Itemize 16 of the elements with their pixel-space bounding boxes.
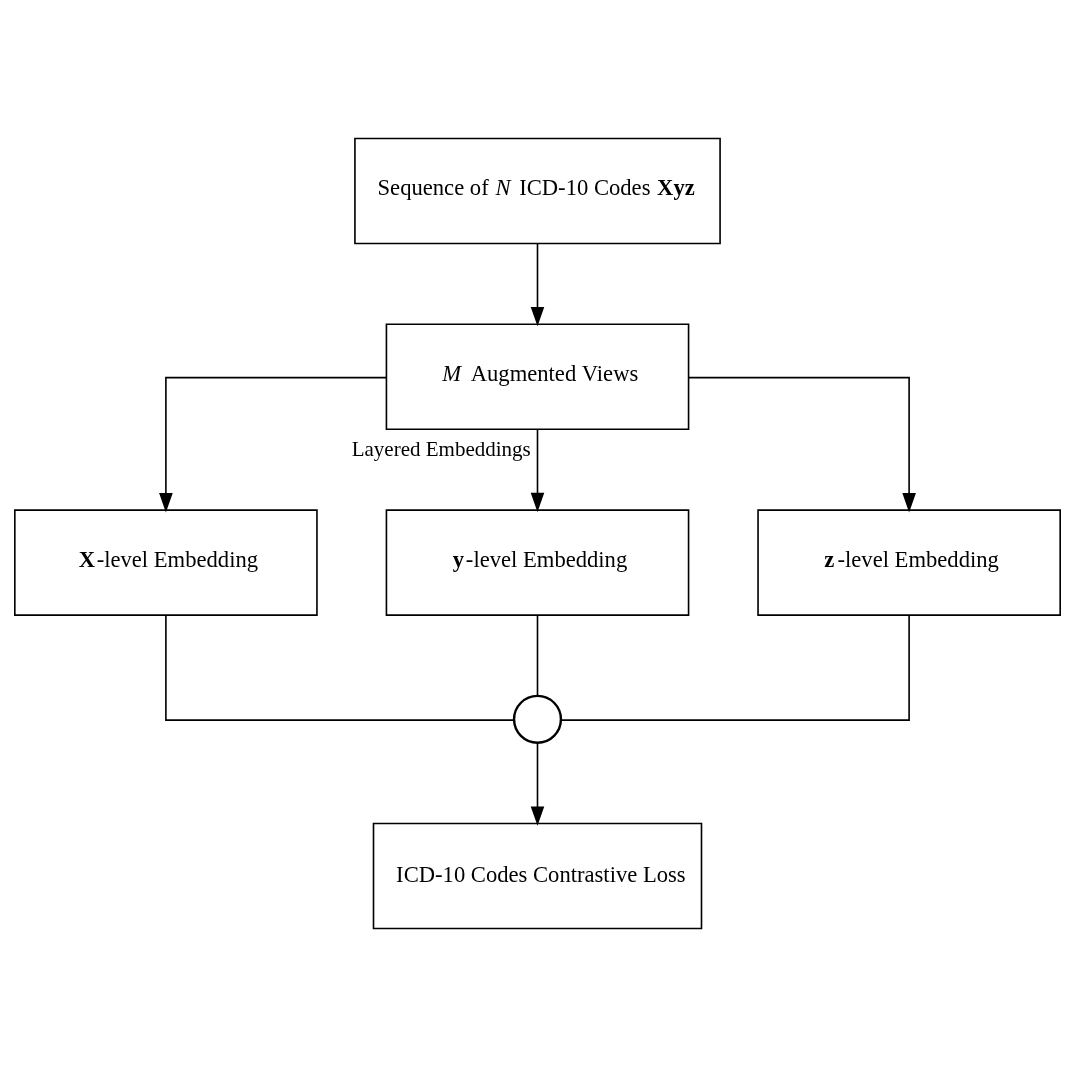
node-box: ICD-10 Codes Contrastive Loss	[372, 822, 703, 929]
node-box: y-level Embedding	[385, 508, 690, 616]
node-box: M Augmented Views	[385, 322, 690, 430]
node-box: z-level Embedding	[757, 508, 1061, 616]
connector	[165, 614, 515, 721]
edge-label: Layered Embeddings	[351, 436, 531, 461]
arrow	[530, 242, 545, 326]
arrow	[530, 741, 545, 826]
node-circle	[512, 694, 563, 744]
arrow	[159, 376, 388, 513]
arrow	[530, 428, 545, 512]
node-box: X-level Embedding	[14, 508, 318, 616]
connector	[536, 613, 539, 696]
connector	[560, 614, 910, 721]
node-box: Sequence of N ICD-10 Codes Xyz	[354, 137, 721, 244]
arrow	[687, 376, 916, 513]
